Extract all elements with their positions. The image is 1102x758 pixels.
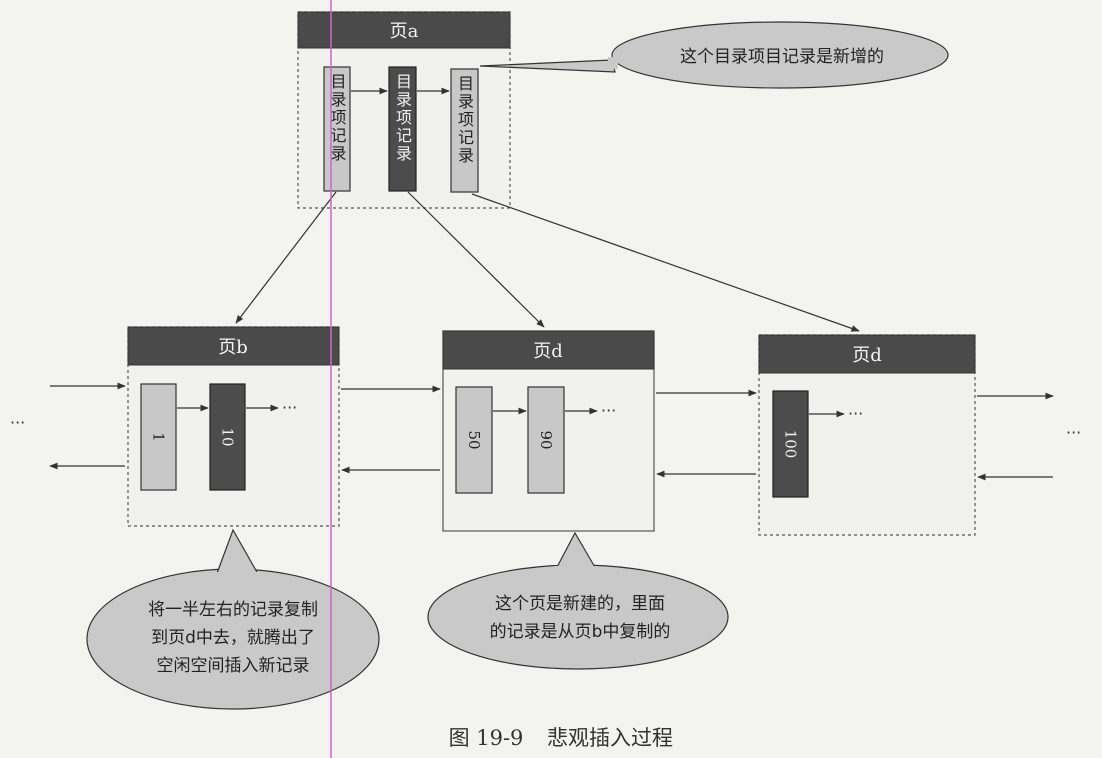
page-d-new-record-2-label: 90: [537, 430, 555, 449]
page-d: 页d 100 ···: [758, 334, 976, 536]
page-b-more: ···: [282, 398, 297, 417]
page-b-title: 页b: [218, 337, 248, 358]
ellipsis-left: ···: [10, 413, 25, 432]
page-a: 页a 目录项记录 目录项记录 目录项记录: [297, 11, 511, 209]
callout-new-page: 这个页是新建的，里面 的记录是从页b中复制的: [427, 531, 729, 670]
page-d-new-header: [442, 330, 655, 370]
page-b-record-1-label: 1: [150, 432, 168, 442]
page-b: 页b 1 10 ···: [127, 326, 340, 527]
callout-copy-half-line-1: 将一半左右的记录复制: [148, 600, 318, 620]
callout-new-page-line-2: 的记录是从页b中复制的: [490, 622, 671, 642]
callout-copy-half-line-2: 到页d中去，就腾出了: [151, 628, 315, 648]
callout-copy-half-line-3: 空闲空间插入新记录: [157, 656, 310, 676]
callout-new-entry: 这个目录项目记录是新增的: [479, 21, 949, 89]
page-d-new-more: ···: [601, 401, 616, 420]
callout-new-page-line-1: 这个页是新建的，里面: [495, 594, 665, 614]
page-b-record-1: [140, 383, 177, 491]
page-a-header: [297, 11, 511, 49]
page-a-record-2: [388, 66, 417, 192]
page-d-new-record-1-label: 50: [465, 430, 483, 449]
ellipsis-right: ···: [1066, 423, 1081, 442]
page-d-record-1: [772, 390, 809, 498]
page-d-record-1-label: 100: [782, 430, 800, 459]
page-a-record-2-label: 目录项记录: [393, 73, 412, 163]
arrow-a-to-b: [235, 191, 337, 324]
page-b-record-2: [209, 383, 246, 491]
page-b-record-2-label: 10: [219, 427, 237, 446]
arrow-a-to-d-new: [407, 191, 545, 328]
page-d-title: 页d: [852, 345, 882, 366]
figure-number: 图 19-9: [449, 726, 524, 750]
figure-title: 悲观插入过程: [547, 726, 673, 750]
page-b-header: [127, 326, 340, 366]
page-d-new-title: 页d: [533, 341, 563, 362]
page-a-record-1-label: 目录项记录: [328, 73, 347, 163]
page-d-new-record-1: [455, 386, 493, 494]
page-a-record-3-label: 目录项记录: [455, 75, 474, 165]
page-a-record-1: [323, 66, 351, 192]
page-d-new-record-2: [527, 386, 565, 494]
callout-copy-half: 将一半左右的记录复制 到页d中去，就腾出了 空闲空间插入新记录: [86, 528, 380, 710]
page-d-more: ···: [848, 404, 863, 423]
page-d-header: [758, 334, 976, 374]
arrow-a-to-d: [471, 193, 860, 332]
page-d-new: 页d 50 90 ···: [442, 330, 655, 532]
figure-caption: 图 19-9 悲观插入过程: [449, 726, 673, 750]
callout-new-entry-text: 这个目录项目记录是新增的: [680, 47, 884, 67]
page-a-title: 页a: [390, 21, 419, 42]
page-a-record-3: [450, 68, 479, 193]
